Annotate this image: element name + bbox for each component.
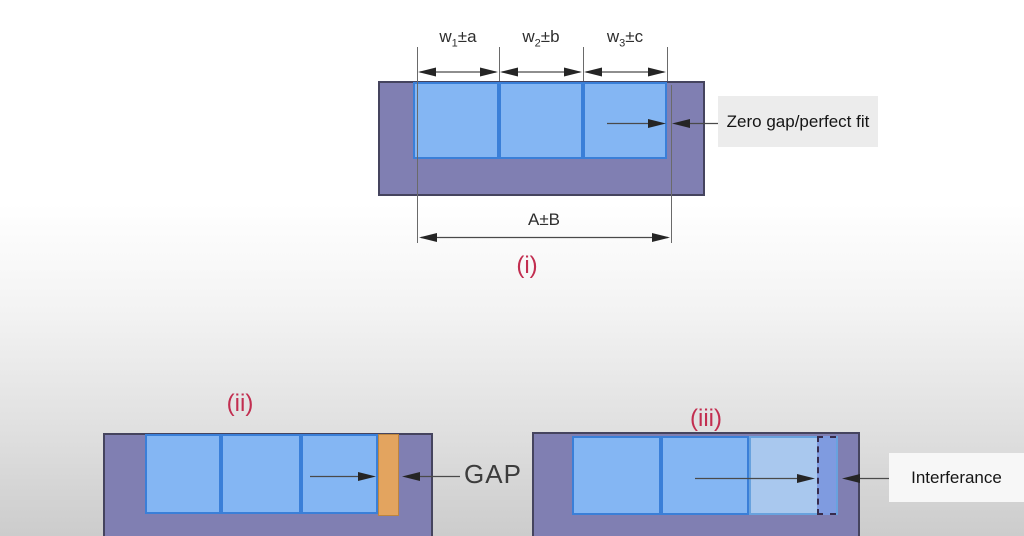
zero-gap-callout-box: Zero gap/perfect fit [718, 96, 878, 147]
dim-label-w3: w3±c [606, 27, 644, 50]
figure-label-i: (i) [516, 252, 538, 279]
overall-dimension-arrows-i [419, 233, 670, 242]
dim-label-w2: w2±b [522, 27, 560, 50]
gap-callout-text: GAP [464, 459, 522, 489]
block-i-1 [413, 82, 499, 159]
width-dimension-arrows-i [418, 67, 666, 77]
block-iii-2 [661, 436, 749, 515]
block-iii-1 [572, 436, 661, 515]
interference-overlap-strip [817, 436, 836, 515]
figure-label-ii: (ii) [226, 390, 254, 417]
interference-callout-text: Interferance [911, 467, 1002, 487]
block-ii-1 [145, 434, 221, 514]
block-i-2 [499, 82, 583, 159]
gap-strip [378, 434, 399, 516]
figure-label-iii: (iii) [690, 405, 722, 432]
dim-label-w1: w1±a [439, 27, 477, 50]
interference-callout-box: Interferance [889, 453, 1024, 502]
zero-gap-callout-text: Zero gap/perfect fit [726, 111, 870, 131]
block-ii-3 [301, 434, 378, 514]
dim-label-overall: A±B [527, 210, 560, 229]
block-ii-2 [221, 434, 301, 514]
block-i-3 [583, 82, 667, 159]
